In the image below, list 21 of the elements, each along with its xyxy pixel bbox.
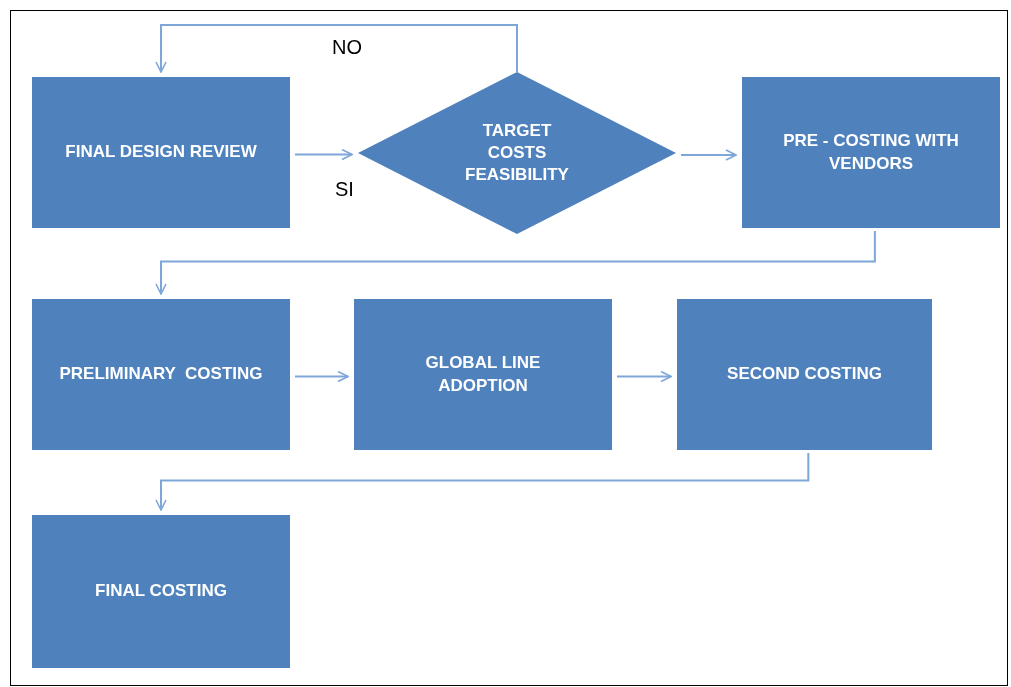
node-label: GLOBAL LINE ADOPTION <box>424 352 542 397</box>
node-label: TARGET COSTS FEASIBILITY <box>464 119 570 187</box>
process-box <box>742 77 1000 228</box>
arrow <box>155 230 876 295</box>
arrow <box>294 148 353 161</box>
node-label: PRELIMINARY COSTING <box>58 363 264 386</box>
arrow <box>155 24 518 73</box>
arrow <box>616 370 672 383</box>
process-box <box>354 299 612 450</box>
node-label: SECOND COSTING <box>726 363 883 386</box>
process-box <box>32 515 290 668</box>
node-label: PRE - COSTING WITH VENDORS <box>782 130 960 175</box>
arrow <box>294 370 349 383</box>
process-box <box>677 299 932 450</box>
arrow <box>680 149 737 161</box>
decision-diamond <box>358 72 676 234</box>
arrow <box>155 452 810 511</box>
node-label: FINAL DESIGN REVIEW <box>64 141 258 164</box>
node-label: FINAL COSTING <box>94 580 228 603</box>
process-box <box>32 77 290 228</box>
process-box <box>32 299 290 450</box>
